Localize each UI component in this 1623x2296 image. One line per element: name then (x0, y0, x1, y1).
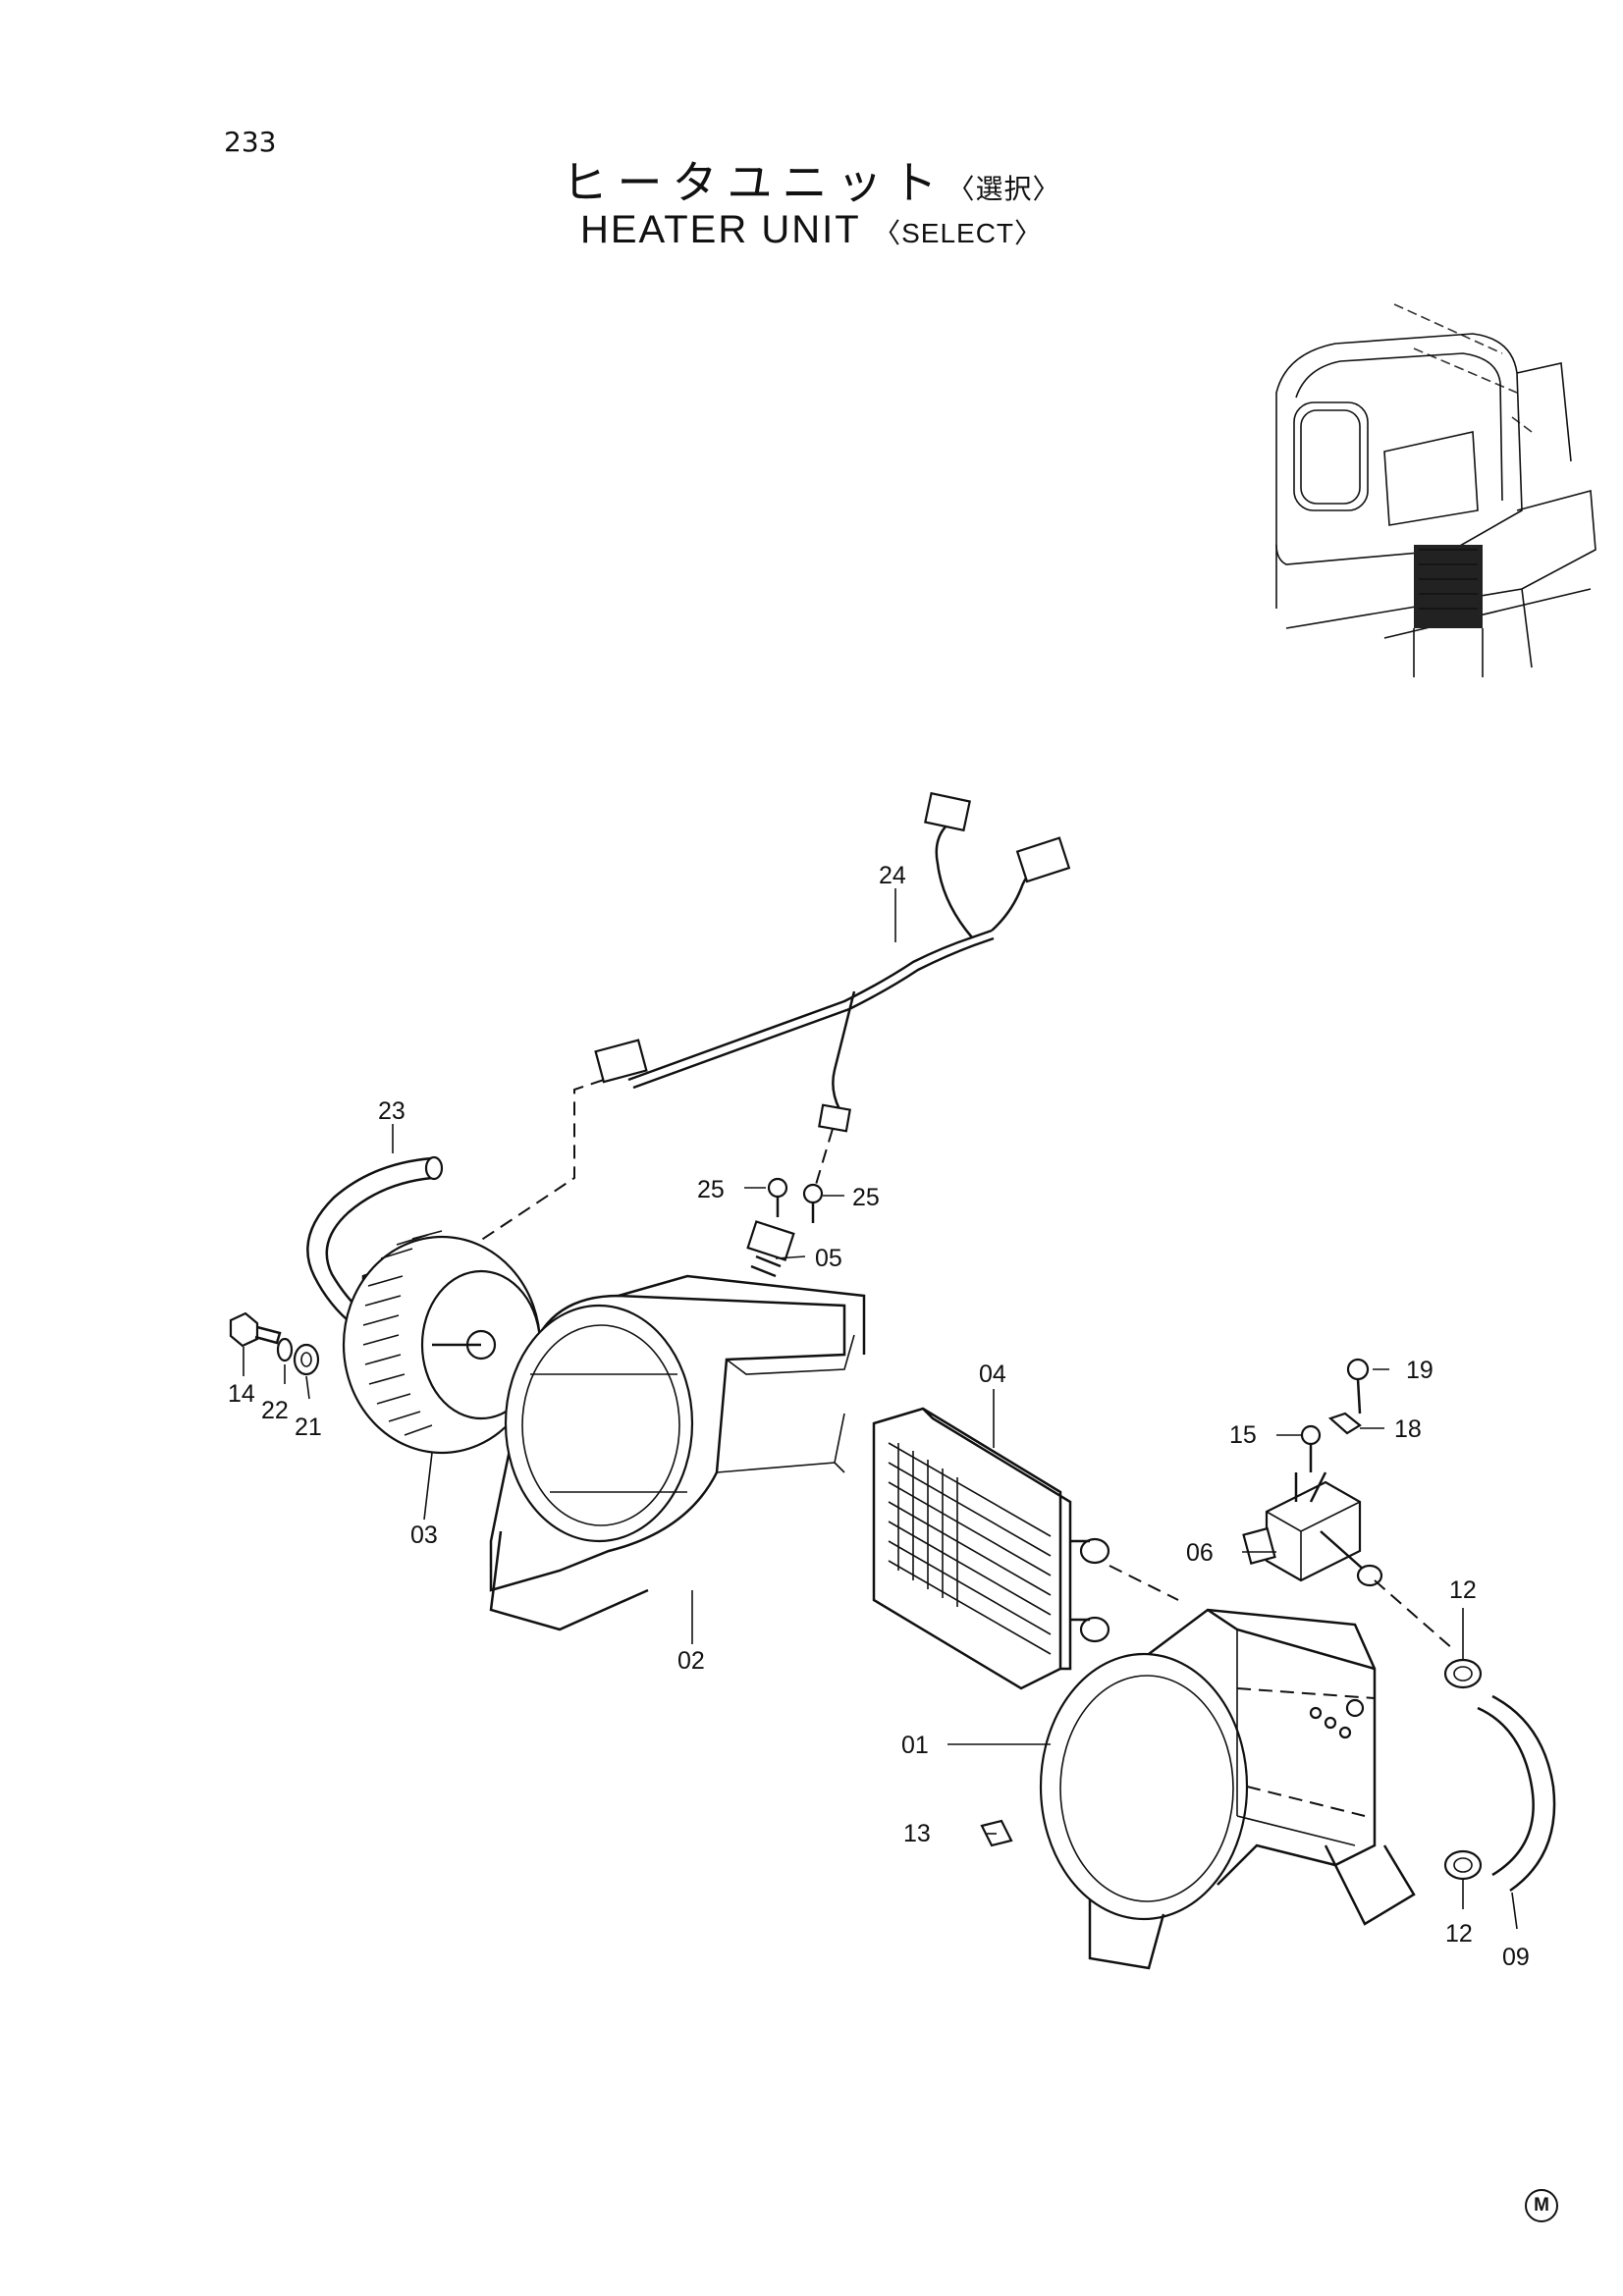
callout-25-right: 25 (852, 1184, 880, 1211)
callout-02: 02 (677, 1647, 705, 1675)
blower-case (489, 1274, 866, 1631)
callout-01: 01 (901, 1732, 929, 1759)
callout-15: 15 (1229, 1421, 1257, 1449)
callout-24: 24 (879, 862, 906, 889)
cab-location-inset (1275, 303, 1596, 677)
title-japanese-text: ヒータユニット (562, 156, 947, 209)
callout-12-bottom: 12 (1445, 1920, 1473, 1948)
callout-09: 09 (1502, 1944, 1530, 1971)
drain-hose (306, 1155, 444, 1326)
heater-location-marker (1414, 545, 1483, 628)
hose-clamps (1443, 1658, 1483, 1881)
heater-hose (1477, 1694, 1556, 1893)
callout-18: 18 (1394, 1415, 1422, 1443)
callout-14: 14 (228, 1380, 255, 1408)
callout-21: 21 (295, 1414, 322, 1441)
manufacturer-mark: M (1525, 2189, 1558, 2222)
title-japanese-qualifier: 〈選択〉 (947, 173, 1061, 205)
callout-12-top: 12 (1449, 1576, 1477, 1604)
resistor-and-screws (746, 1177, 824, 1278)
title-english-text: HEATER UNIT (579, 208, 860, 251)
heater-core (872, 1407, 1179, 1690)
callout-22: 22 (261, 1397, 289, 1424)
heater-case (1039, 1608, 1416, 1970)
callout-23: 23 (378, 1097, 406, 1125)
title-english-qualifier: 〈SELECT〉 (873, 218, 1044, 248)
wire-harness (470, 791, 1071, 1248)
valve-fasteners (1300, 1358, 1370, 1472)
page-number: 233 (224, 126, 277, 158)
callout-13: 13 (903, 1820, 931, 1847)
callout-03: 03 (410, 1522, 438, 1549)
water-valve (1242, 1471, 1454, 1650)
leader-lines (243, 888, 1518, 1930)
callout-19: 19 (1406, 1357, 1434, 1384)
title-english: HEATER UNIT 〈SELECT〉 (0, 208, 1623, 252)
bolt-washer-nut (229, 1311, 320, 1376)
callout-06: 06 (1186, 1539, 1214, 1567)
title-japanese: ヒータユニット〈選択〉 (0, 147, 1623, 212)
callout-25-left: 25 (697, 1176, 725, 1203)
callout-04: 04 (979, 1361, 1006, 1388)
callout-05: 05 (815, 1245, 842, 1272)
blower-fan (342, 1230, 542, 1455)
